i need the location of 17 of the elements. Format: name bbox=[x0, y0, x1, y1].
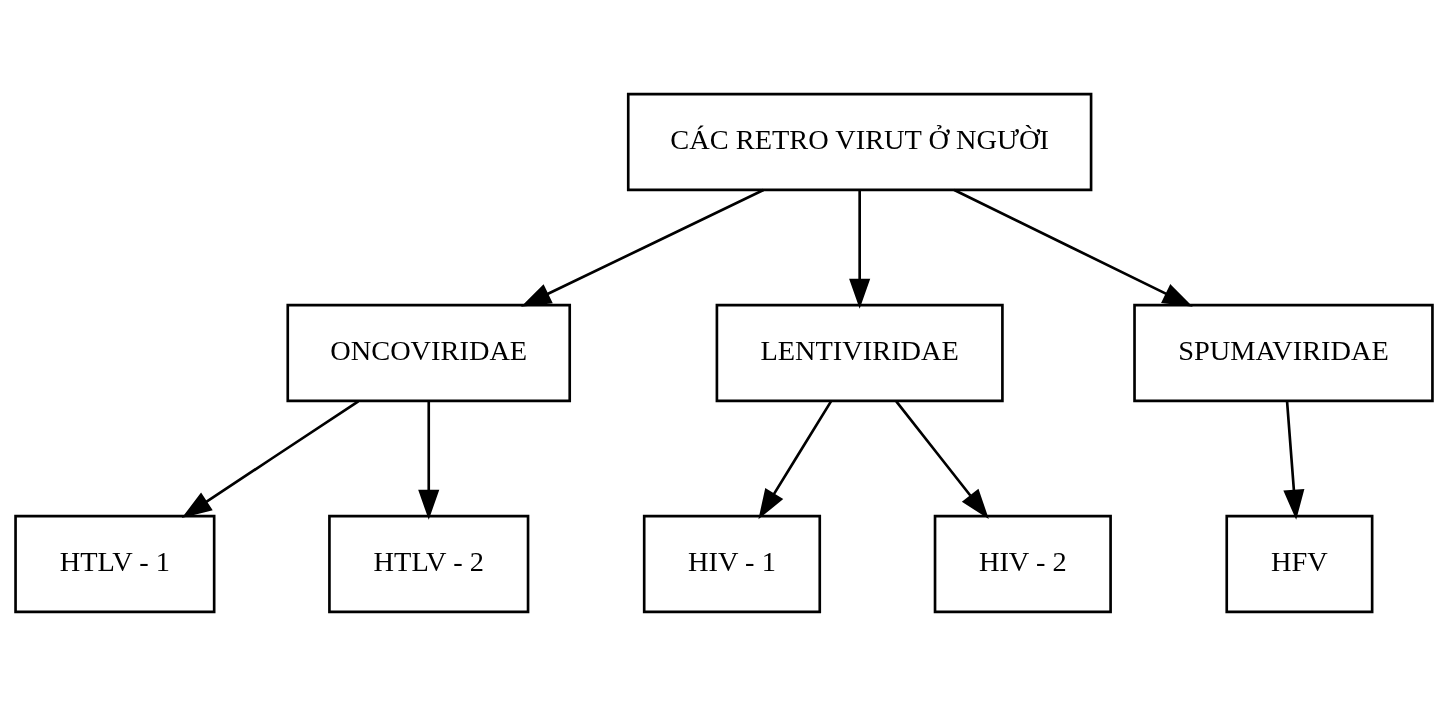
node-box: HTLV - 1 bbox=[14, 514, 216, 613]
arrow bbox=[418, 400, 440, 520]
arrow bbox=[895, 400, 989, 519]
node-box: HIV - 2 bbox=[933, 514, 1112, 613]
node-box: HFV bbox=[1225, 514, 1374, 613]
arrow bbox=[521, 188, 765, 307]
node-box: HIV - 1 bbox=[642, 514, 822, 613]
node-box: CÁC RETRO VIRUT Ở NGƯỜI bbox=[626, 92, 1093, 191]
arrow bbox=[1283, 400, 1305, 520]
arrow bbox=[758, 400, 833, 519]
node-box: HTLV - 2 bbox=[328, 514, 530, 613]
node-box: LENTIVIRIDAE bbox=[715, 303, 1004, 402]
node-box: SPUMAVIRIDAE bbox=[1133, 303, 1434, 402]
arrow bbox=[181, 399, 360, 518]
arrow bbox=[953, 188, 1193, 307]
node-box: ONCOVIRIDAE bbox=[286, 303, 572, 402]
arrow bbox=[849, 189, 871, 309]
